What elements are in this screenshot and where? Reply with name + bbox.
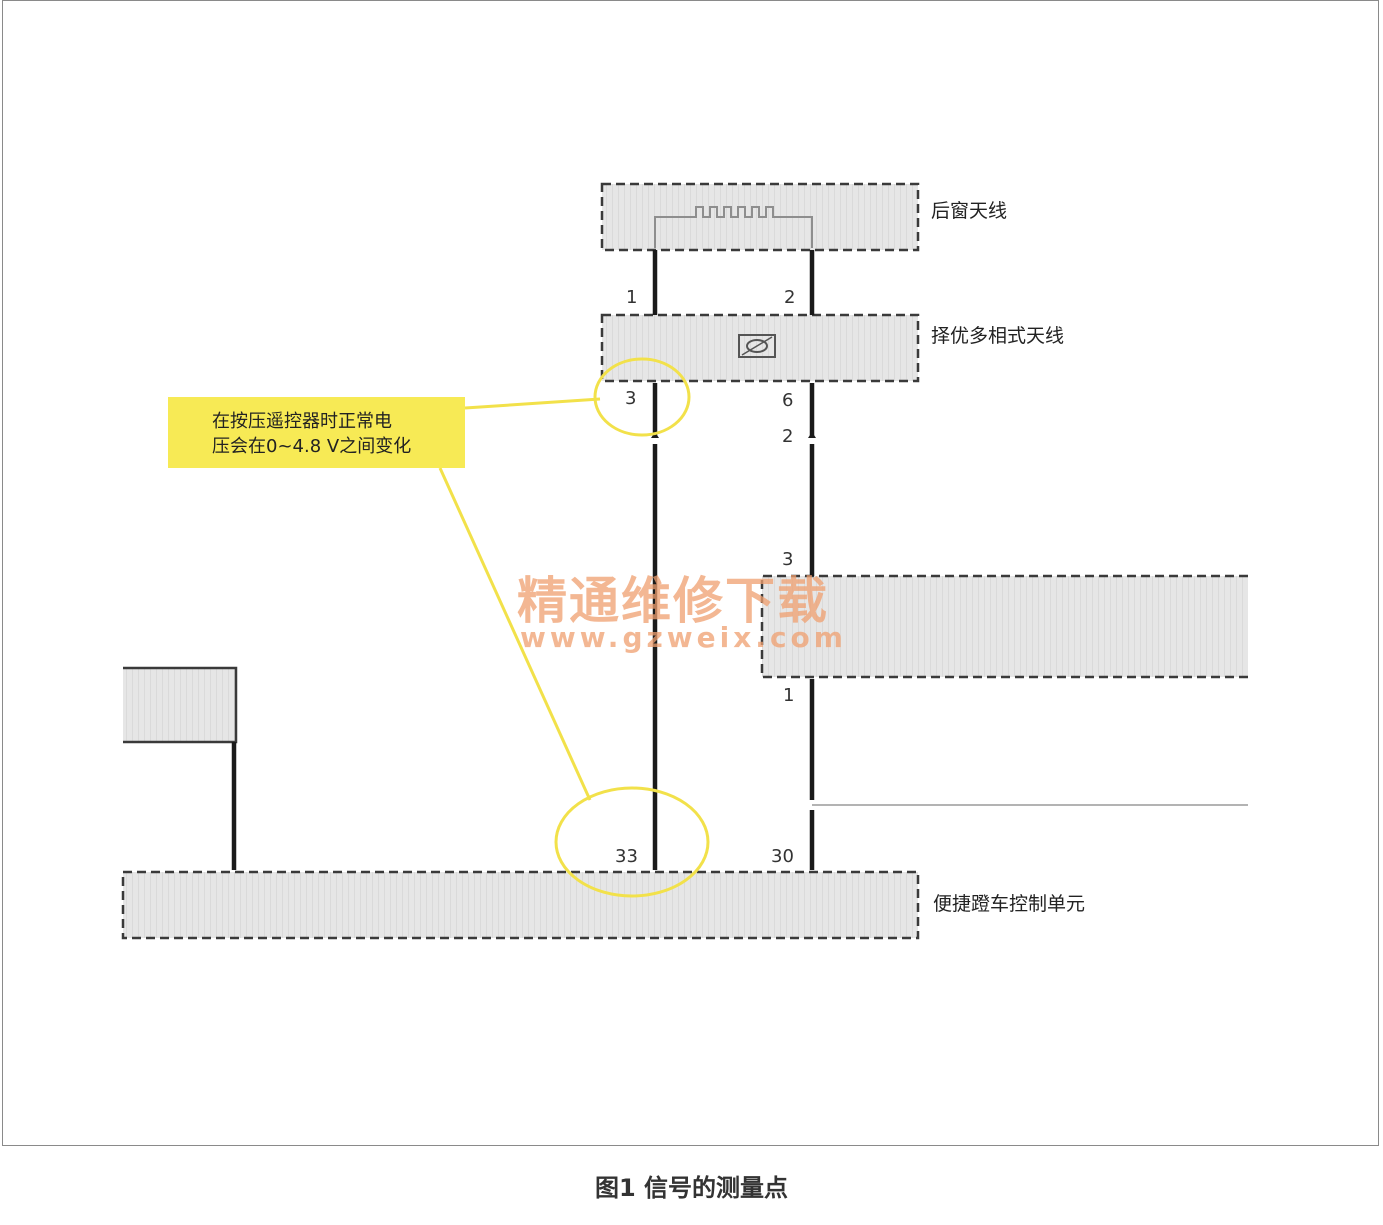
highlight-circle-pin3 [593, 357, 691, 437]
pin-label-2-top: 2 [784, 287, 795, 308]
pin-label-6: 6 [782, 390, 793, 411]
keyless-control-unit-box [121, 870, 920, 940]
figure-frame [2, 0, 1379, 1146]
left-component-box [123, 666, 238, 744]
label-rear-window-antenna: 后窗天线 [931, 200, 1007, 222]
annotation-line-1: 在按压遥控器时正常电 [212, 411, 392, 432]
antenna-amplifier-icon [738, 334, 776, 358]
diversity-antenna-box [600, 313, 920, 383]
callout-line-bottom [438, 467, 592, 801]
right-component-box [760, 574, 1248, 679]
pin-label-3-right: 3 [782, 549, 793, 570]
pin-label-33: 33 [615, 846, 638, 867]
watermark-text: 精通维修下载 [517, 571, 829, 630]
label-keyless-control-unit: 便捷蹬车控制单元 [933, 893, 1085, 915]
annotation-line-2: 压会在0~4.8 V之间变化 [212, 436, 411, 457]
pin-label-2-mid: 2 [782, 426, 793, 447]
label-diversity-antenna: 择优多相式天线 [931, 325, 1064, 347]
rear-window-grid-icon [654, 206, 813, 248]
callout-line-top [464, 397, 601, 410]
figure-caption: 图1 信号的测量点 [594, 1174, 789, 1202]
pin-label-1: 1 [626, 287, 637, 308]
pin-label-1-right: 1 [783, 685, 794, 706]
pin-label-30: 30 [771, 846, 794, 867]
highlight-circle-pin33 [554, 786, 710, 898]
annotation-note-box [168, 397, 465, 468]
pin-label-3: 3 [625, 388, 636, 409]
watermark-url: www.gzweix.com [520, 621, 847, 654]
